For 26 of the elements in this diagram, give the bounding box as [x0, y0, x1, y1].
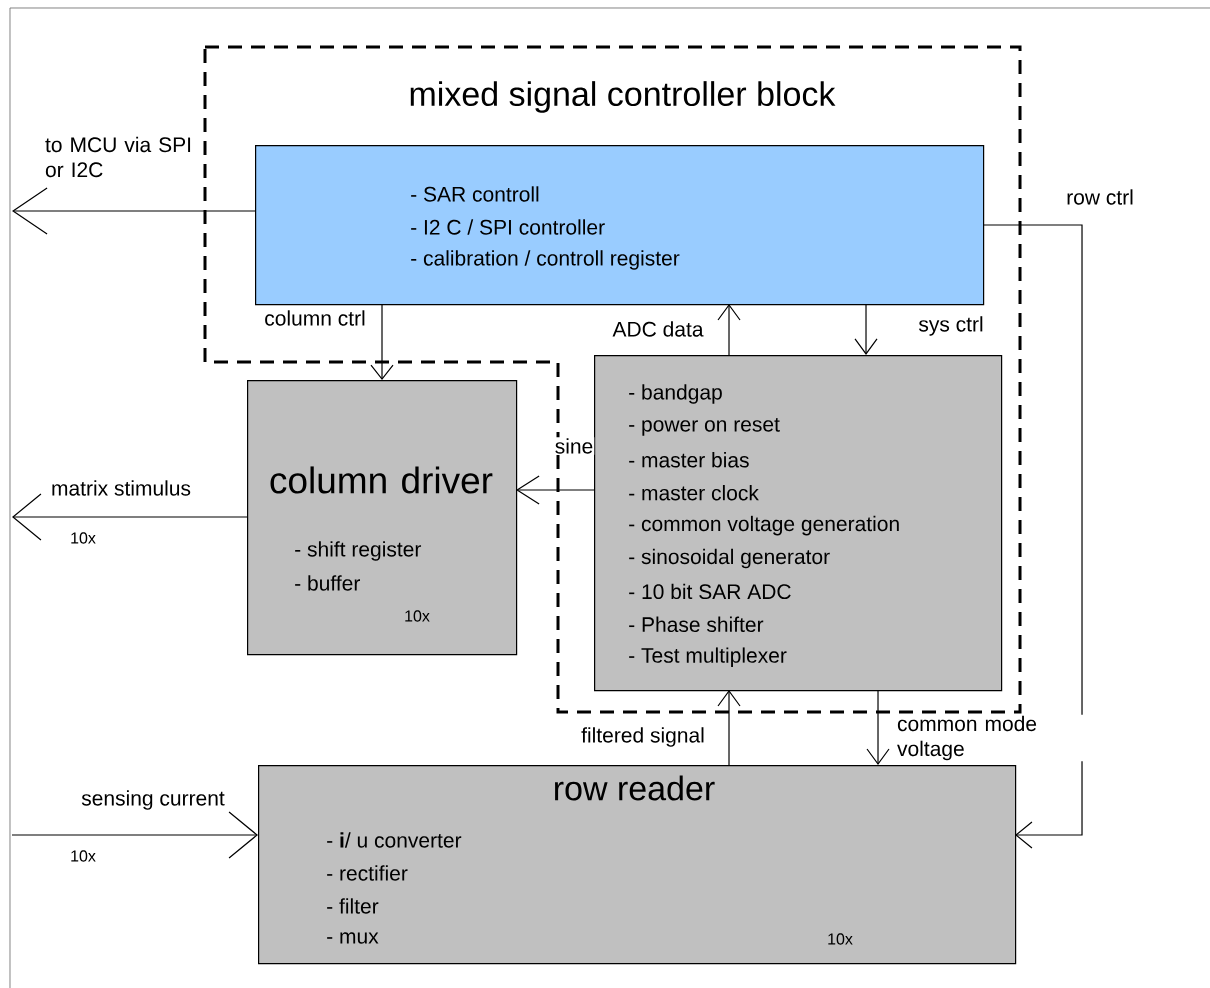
edge-label: to MCU via SPI or I2C: [44, 135, 196, 179]
edge-label: matrix stimulus: [50, 479, 192, 497]
edge-label: ADC data: [611, 320, 705, 338]
arrow: [982, 224, 1083, 849]
arrow: [12, 187, 256, 235]
arrow: [866, 689, 890, 765]
system-box: - bandgap - power on reset - master bias - master clock - common voltage generation - sinosoidal generator - 10 bit SAR ADC - Phase shifter - Test multiplexer: [594, 355, 1003, 692]
arrow: [717, 304, 741, 356]
controller-box: - SAR controll - I2 C / SPI controller - calibration / controll register: [255, 145, 985, 306]
edge-label: filtered signal: [580, 726, 706, 748]
arrow: [370, 303, 394, 380]
edge-label: common mode voltage: [896, 714, 1088, 762]
arrow: [854, 303, 878, 355]
reader-box: row reader - i/ u converter - rectifier - filter - mux 10x: [258, 765, 1017, 965]
edge-label: sys ctrl: [917, 315, 985, 337]
multiplier-label: 10x: [71, 532, 96, 544]
arrow: [12, 493, 248, 541]
multiplier-label: 10x: [71, 850, 96, 862]
edge-label: sensing current: [80, 789, 226, 811]
arrow: [11, 811, 258, 859]
edge-label: sine: [553, 437, 595, 455]
edge-label: column ctrl: [263, 309, 367, 327]
edge-label: row ctrl: [1065, 188, 1135, 206]
arrow: [516, 475, 595, 505]
arrow: [717, 690, 741, 766]
driver-box: column driver - shift register - buffer 10x: [247, 380, 518, 656]
